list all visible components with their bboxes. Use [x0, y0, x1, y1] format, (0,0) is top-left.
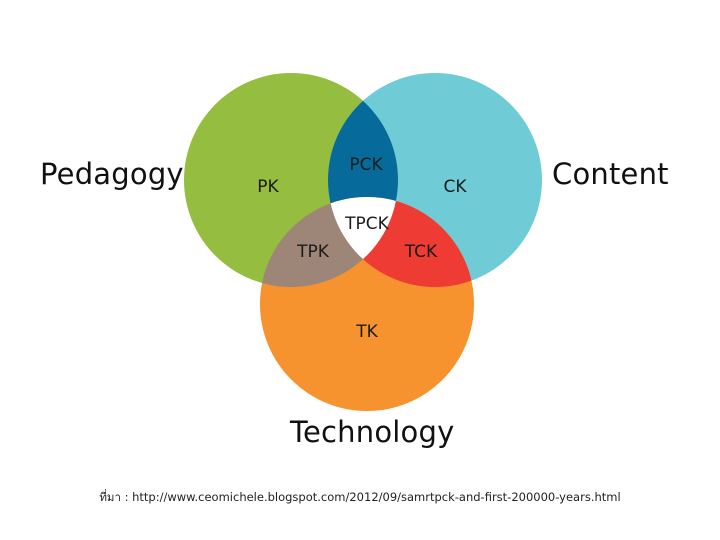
source-citation: ที่มา : http://www.ceomichele.blogspot.c…	[99, 490, 621, 504]
technology-label: Technology	[290, 415, 455, 449]
tpk-region	[260, 197, 398, 287]
tck-region	[328, 197, 474, 287]
pedagogy-label: Pedagogy	[40, 157, 184, 191]
tck-label: TCK	[404, 242, 438, 262]
tpk-label: TPK	[296, 242, 330, 262]
tpck-label: TPCK	[344, 214, 390, 234]
tk-label: TK	[355, 322, 378, 342]
ck-label: CK	[443, 177, 467, 197]
content-label: Content	[552, 157, 669, 191]
pk-label: PK	[257, 177, 279, 197]
pck-label: PCK	[349, 155, 383, 175]
